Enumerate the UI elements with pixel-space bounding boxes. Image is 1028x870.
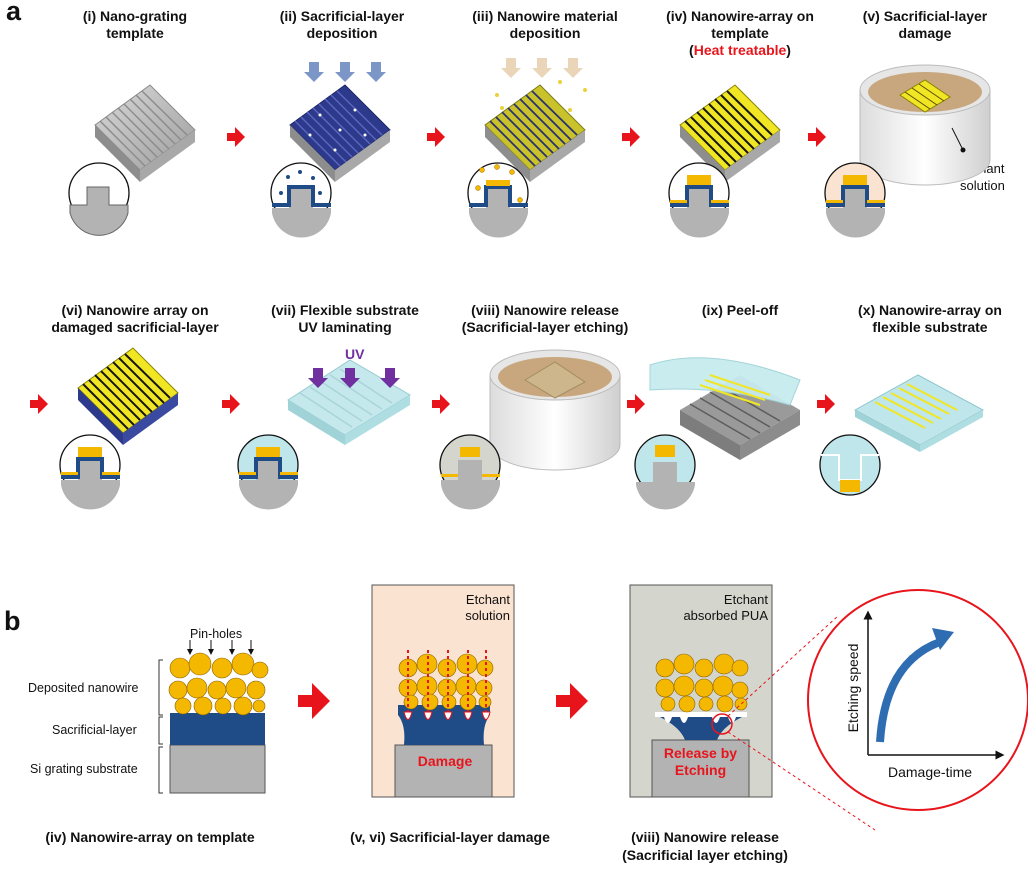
inset-ix — [634, 434, 696, 510]
uv-arrows — [308, 368, 400, 388]
process-arrows-row1 — [227, 127, 826, 147]
sacrificial-layer-label: Sacrificial-layer — [52, 723, 137, 737]
nanowire-deposition-block — [484, 80, 587, 182]
step-title-ix: (ix) Peel-off — [701, 302, 779, 318]
step-title-viii: (viii) Nanowire release(Sacrificial-laye… — [461, 302, 629, 335]
process-arrows-row2 — [30, 394, 835, 414]
panel-b-arrows — [298, 683, 588, 719]
caption-v-vi: (v, vi) Sacrificial-layer damage — [350, 829, 550, 845]
heat-treatable-label: Heat treatable — [693, 42, 787, 58]
inset-vii — [237, 434, 299, 510]
si-grating-substrate-label: Si grating substrate — [30, 762, 138, 776]
inset-i — [68, 162, 130, 236]
panel-b-letter: b — [4, 606, 21, 636]
inset-iii — [467, 162, 529, 238]
inset-ii — [270, 162, 332, 238]
uv-laminated-block — [287, 359, 411, 445]
inset-x — [819, 434, 881, 496]
sacrificial-layer-block — [289, 84, 391, 182]
caption-viii: (viii) Nanowire release(Sacrificial laye… — [622, 829, 788, 863]
caption-iv: (iv) Nanowire-array on template — [45, 829, 255, 845]
deposition-arrows-beige — [501, 58, 583, 78]
inset-y-axis-label: Etching speed — [845, 643, 861, 733]
inset-iv — [668, 162, 730, 238]
inset-v — [824, 162, 886, 238]
inset-x-axis-label: Damage-time — [888, 764, 973, 780]
damage-panel — [371, 584, 515, 798]
damage-label: Damage — [417, 753, 473, 769]
peel-off-assembly — [649, 357, 801, 460]
etching-speed-inset — [807, 589, 1028, 811]
release-panel — [629, 584, 876, 831]
inset-viii — [439, 434, 501, 510]
damaged-layer-block — [77, 347, 179, 445]
layer-stack-template — [158, 640, 269, 794]
deposited-nanowire-label: Deposited nanowire — [28, 681, 139, 695]
panel-a-letter: a — [6, 0, 22, 26]
release-bowl — [489, 349, 621, 471]
pin-holes-label: Pin-holes — [190, 627, 243, 641]
flexible-substrate-block — [853, 374, 985, 452]
deposition-arrows-blue — [304, 62, 386, 82]
grating-template-block — [94, 84, 196, 182]
inset-vi — [59, 434, 121, 510]
uv-label: UV — [345, 346, 365, 362]
etchant-bowl — [859, 64, 991, 186]
